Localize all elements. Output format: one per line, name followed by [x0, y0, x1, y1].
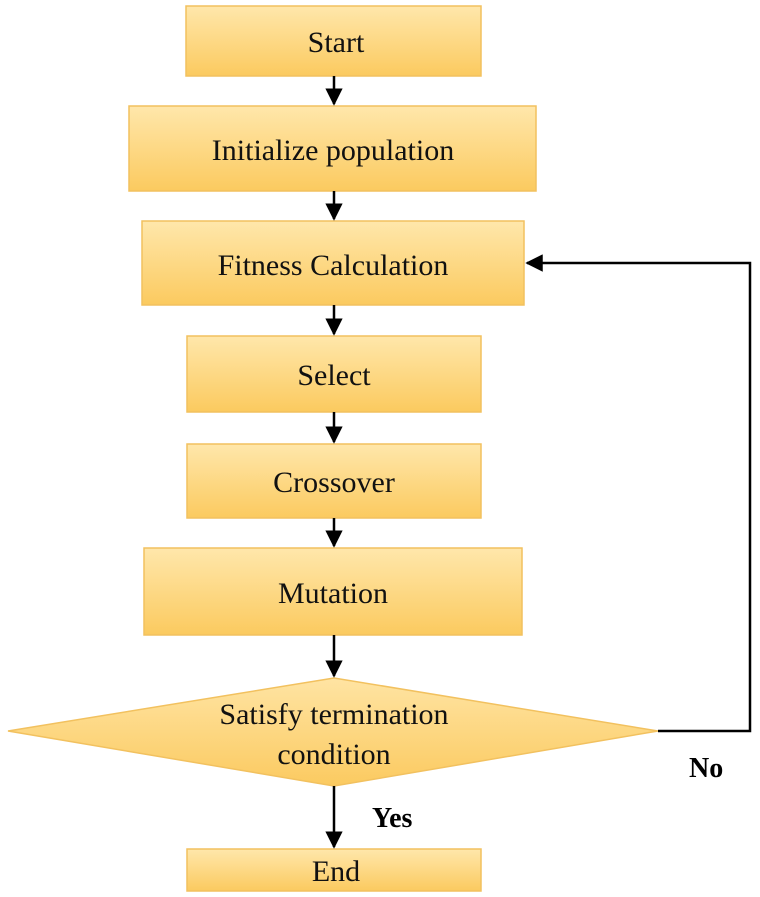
- select-label: Select: [297, 359, 371, 392]
- fitness-calculation-label: Fitness Calculation: [218, 249, 449, 282]
- end-label: End: [312, 855, 360, 888]
- decision-label-line2: condition: [277, 738, 390, 771]
- start-label: Start: [308, 26, 365, 59]
- end-node: End: [186, 848, 482, 892]
- crossover-node: Crossover: [186, 443, 482, 519]
- yes-branch-label: Yes: [372, 803, 413, 834]
- fitness-calculation-node: Fitness Calculation: [141, 220, 525, 306]
- initialize-population-node: Initialize population: [128, 105, 537, 192]
- start-node: Start: [185, 5, 482, 77]
- initialize-population-label: Initialize population: [212, 134, 454, 167]
- decision-label-line1: Satisfy termination: [219, 698, 448, 731]
- termination-decision-node: Satisfy termination condition: [7, 677, 659, 787]
- arrow-no-loop-to-fitness: [525, 254, 752, 733]
- no-branch-label: No: [689, 753, 723, 784]
- crossover-label: Crossover: [273, 466, 395, 499]
- select-node: Select: [186, 335, 482, 413]
- mutation-node: Mutation: [143, 547, 523, 636]
- mutation-label: Mutation: [278, 577, 388, 610]
